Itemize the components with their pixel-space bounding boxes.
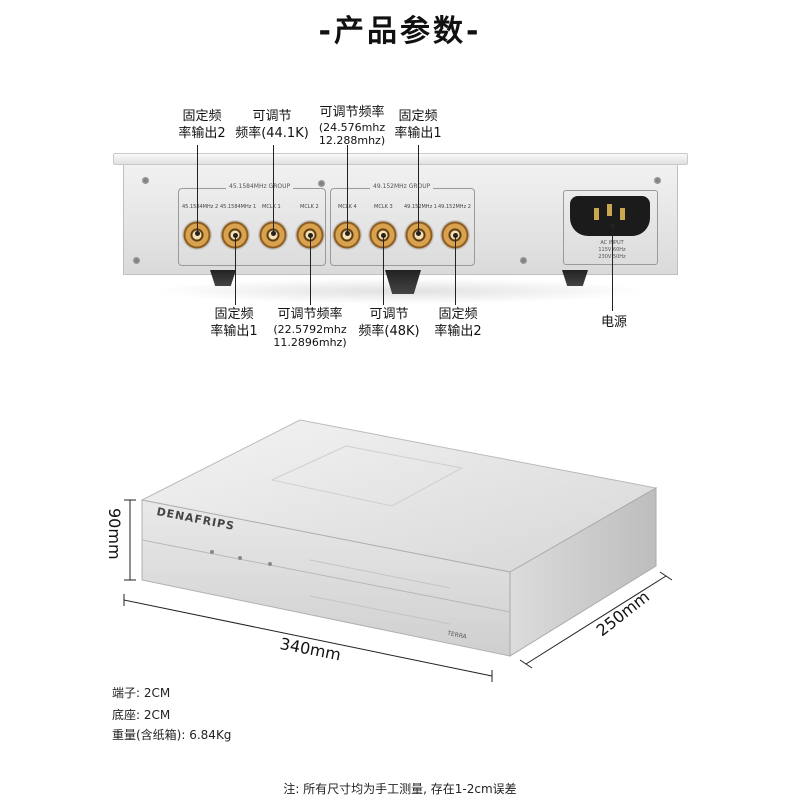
callout-line: 率输出2 xyxy=(434,324,482,339)
callout-line: 固定频 xyxy=(182,109,222,124)
leader-line xyxy=(310,235,311,305)
model-label: TERRA xyxy=(446,630,468,641)
callout-top-fixed-out-1: 固定频 率输出1 xyxy=(388,108,448,142)
leader-line xyxy=(383,235,384,305)
leader-line xyxy=(273,145,274,233)
callout-line: 可调节 xyxy=(252,109,292,124)
callout-line: 固定频 xyxy=(214,307,254,322)
screw-icon xyxy=(142,177,149,184)
leader-dot xyxy=(381,233,386,238)
group-left-caption: 45.1584MHz GROUP xyxy=(226,183,294,190)
connector-label: MCLK 2 xyxy=(300,204,319,210)
led-indicator xyxy=(238,556,242,560)
leader-dot xyxy=(308,233,313,238)
panel-foot xyxy=(210,270,236,286)
dimension-tick xyxy=(519,659,533,669)
leader-dot xyxy=(345,231,350,236)
connector-label: 49.152MHz 2 xyxy=(438,204,471,210)
power-socket-icon xyxy=(570,196,650,236)
connector-label: MCLK 1 xyxy=(262,204,281,210)
power-pin xyxy=(607,204,612,216)
callout-bottom-48k: 可调节 频率(48K) xyxy=(354,306,424,340)
power-text-line: AC INPUT xyxy=(600,240,624,246)
callout-line: 固定频 xyxy=(398,109,438,124)
callout-line: 频率(44.1K) xyxy=(235,126,309,141)
footnote: 注: 所有尺寸均为手工测量, 存在1-2cm误差 xyxy=(283,782,517,796)
group-right-caption: 49.152MHz GROUP xyxy=(370,183,434,190)
spec-base: 底座: 2CM xyxy=(112,708,171,722)
led-indicator xyxy=(210,550,214,554)
screw-icon xyxy=(318,180,325,187)
back-panel-top-edge xyxy=(113,153,688,165)
leader-dot xyxy=(195,231,200,236)
depth-dimension-label: 250mm xyxy=(592,587,654,640)
leader-dot xyxy=(610,223,615,228)
leader-dot xyxy=(453,233,458,238)
height-dimension-label: 90mm xyxy=(105,508,124,560)
spec-terminal: 端子: 2CM xyxy=(112,686,171,700)
dimension-tick xyxy=(659,571,673,581)
dimension-line-depth xyxy=(525,575,667,665)
connector-label: 49.152MHz 1 xyxy=(404,204,437,210)
connector-label: 45.1584MHz 2 xyxy=(182,204,219,210)
callout-subline: 11.2896mhz) xyxy=(273,336,347,349)
callout-power: 电源 xyxy=(600,315,627,330)
leader-line xyxy=(612,225,613,311)
led-indicator xyxy=(268,562,272,566)
callout-subline: (22.5792mhz xyxy=(273,323,347,336)
front-panel-detail xyxy=(309,559,451,589)
device-side-face xyxy=(509,487,657,657)
callout-line: 率输出2 xyxy=(178,126,226,141)
callout-line: 可调节频率 xyxy=(319,105,385,120)
callout-top-441k: 可调节 频率(44.1K) xyxy=(232,108,312,142)
callout-line: 可调节 xyxy=(369,307,409,322)
spec-weight: 重量(含纸箱): 6.84Kg xyxy=(112,728,232,742)
width-dimension-label: 340mm xyxy=(278,634,343,665)
device-top-face xyxy=(140,419,658,573)
screw-icon xyxy=(520,257,527,264)
power-pin xyxy=(620,208,625,220)
callout-bottom-225792: 可调节频率 (22.5792mhz 11.2896mhz) xyxy=(270,306,350,349)
power-pin xyxy=(594,208,599,220)
leader-line xyxy=(418,145,419,233)
callout-line: 可调节频率 xyxy=(277,307,343,322)
screw-icon xyxy=(133,257,140,264)
callout-top-24576: 可调节频率 (24.576mhz 12.288mhz) xyxy=(312,104,392,147)
callout-line: 率输出1 xyxy=(394,126,442,141)
page-title: -产品参数- xyxy=(318,14,482,49)
callout-subline: 12.288mhz) xyxy=(318,134,386,147)
leader-dot xyxy=(233,233,238,238)
leader-line xyxy=(235,235,236,305)
callout-line: 率输出1 xyxy=(210,324,258,339)
connector-label: MCLK 3 xyxy=(374,204,393,210)
callout-bottom-fixed-out-1: 固定频 率输出1 xyxy=(204,306,264,340)
callout-subline: (24.576mhz xyxy=(318,121,386,134)
callout-line: 固定频 xyxy=(438,307,478,322)
leader-line xyxy=(197,145,198,233)
screw-icon xyxy=(654,177,661,184)
power-panel xyxy=(563,190,658,265)
front-panel-divider xyxy=(141,539,511,613)
leader-dot xyxy=(271,231,276,236)
leader-line xyxy=(347,145,348,233)
dimension-line-width xyxy=(123,599,493,677)
front-panel-detail xyxy=(309,595,451,625)
device-top-label-area xyxy=(270,445,464,507)
callout-line: 频率(48K) xyxy=(358,324,420,339)
brand-logo: DENAFRIPS xyxy=(155,505,236,533)
callout-top-fixed-out-2: 固定频 率输出2 xyxy=(172,108,232,142)
leader-line xyxy=(455,235,456,305)
leader-dot xyxy=(416,231,421,236)
panel-foot xyxy=(562,270,588,286)
callout-bottom-fixed-out-2: 固定频 率输出2 xyxy=(428,306,488,340)
connector-label: 45.1584MHz 1 xyxy=(220,204,257,210)
